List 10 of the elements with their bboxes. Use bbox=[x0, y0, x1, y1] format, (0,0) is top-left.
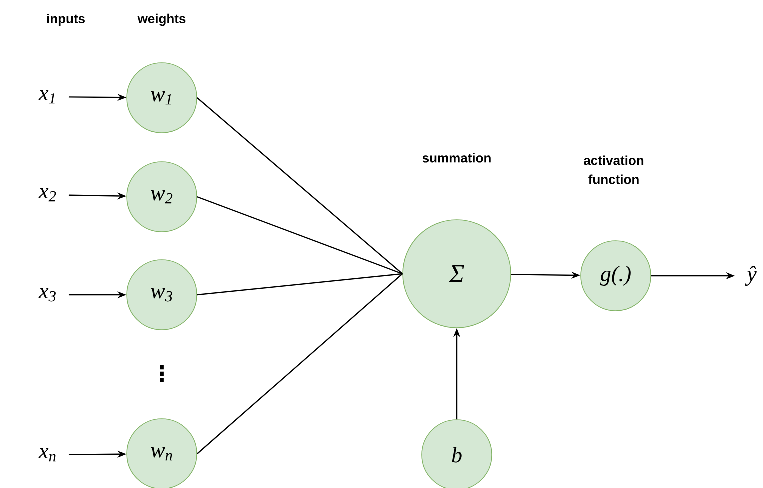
math-symbol: x$_{2}$ bbox=[38, 188, 56, 202]
math-symbol: x$_{1}$ bbox=[38, 90, 55, 104]
math-symbol: x$_{n}$ bbox=[38, 448, 56, 462]
math-symbol: ŷ bbox=[745, 266, 757, 286]
column-heading: activation function bbox=[584, 156, 644, 184]
math-symbol: x$_{3}$ bbox=[38, 288, 56, 302]
column-heading: inputs bbox=[47, 14, 85, 26]
column-heading: weights bbox=[138, 14, 186, 26]
vertical-ellipsis: ⋮ bbox=[160, 365, 164, 383]
column-heading: summation bbox=[422, 153, 491, 163]
